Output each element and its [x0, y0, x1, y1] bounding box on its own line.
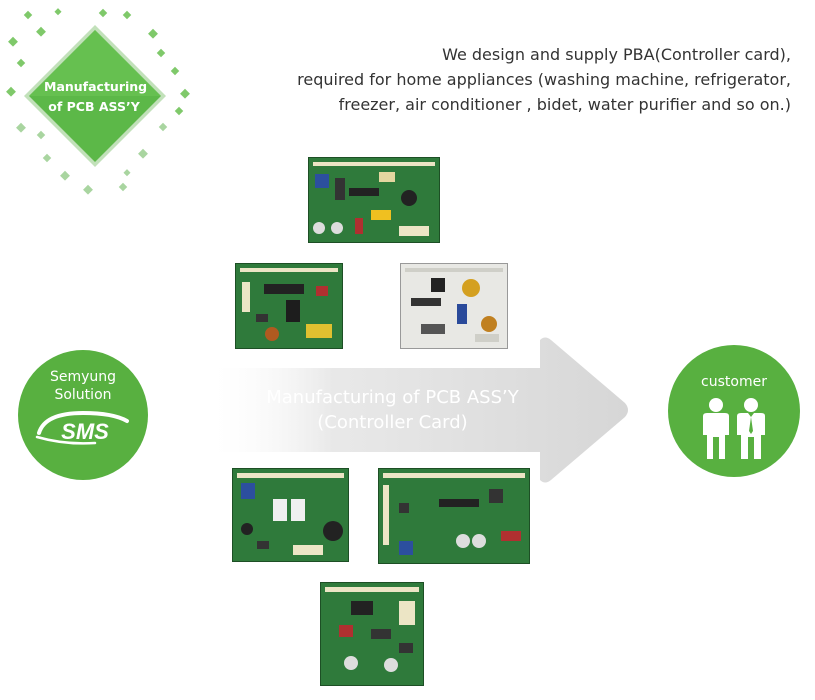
- intro-line-3: freezer, air conditioner , bidet, water …: [338, 95, 791, 114]
- pcb-board-2: [235, 263, 343, 349]
- sms-logo-text: SMS: [61, 419, 109, 444]
- arrow-label-line-2: (Controller Card): [317, 412, 468, 433]
- pcb-board-3: [400, 263, 508, 349]
- pcb-board-6: [320, 582, 424, 686]
- company-name-line-2: Solution: [54, 387, 112, 403]
- arrow-label-line-1: Manufacturing of PCB ASS’Y: [266, 387, 519, 408]
- badge-line-1: Manufacturing: [44, 79, 148, 94]
- intro-line-1: We design and supply PBA(Controller card…: [442, 45, 791, 64]
- manufacturing-badge: [6, 8, 190, 195]
- badge-line-2: of PCB ASS’Y: [48, 99, 140, 114]
- process-arrow: [205, 337, 628, 483]
- pcb-board-5: [378, 468, 530, 564]
- badge-title: Manufacturing of PCB ASS’Y: [44, 77, 148, 117]
- arrow-label: Manufacturing of PCB ASS’Y (Controller C…: [215, 385, 570, 435]
- sms-logo-icon: SMS: [35, 410, 129, 445]
- company-name-line-1: Semyung: [49, 369, 117, 385]
- pcb-board-1: [308, 157, 440, 243]
- customer-label: customer: [701, 374, 767, 390]
- intro-line-2: required for home appliances (washing ma…: [297, 70, 791, 89]
- customer-circle: customer: [668, 345, 800, 477]
- people-icon: [703, 398, 765, 459]
- company-circle: Semyung Solution SMS: [18, 350, 148, 480]
- pcb-board-4: [232, 468, 349, 562]
- intro-description: We design and supply PBA(Controller card…: [211, 42, 791, 117]
